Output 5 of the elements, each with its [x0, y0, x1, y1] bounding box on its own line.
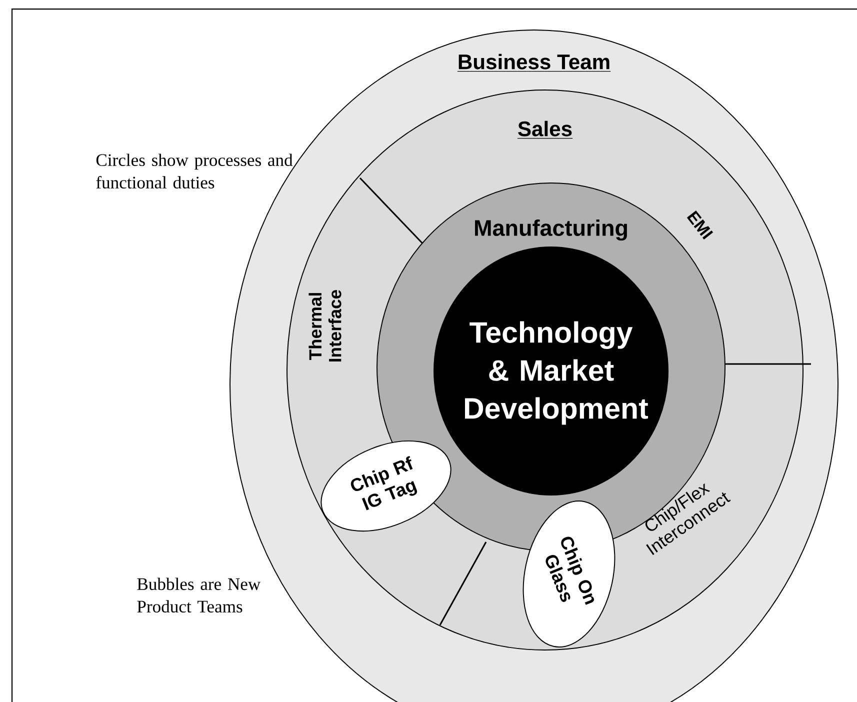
- bubble: Chip Rf IG Tag: [320, 440, 452, 532]
- note-text: Bubbles are New Product Teams: [137, 578, 261, 613]
- bubble: Chip On Glass: [522, 500, 616, 648]
- segment-label: Thermal Interface: [308, 290, 342, 362]
- note-text: Circles show processes and functional duties: [96, 154, 293, 189]
